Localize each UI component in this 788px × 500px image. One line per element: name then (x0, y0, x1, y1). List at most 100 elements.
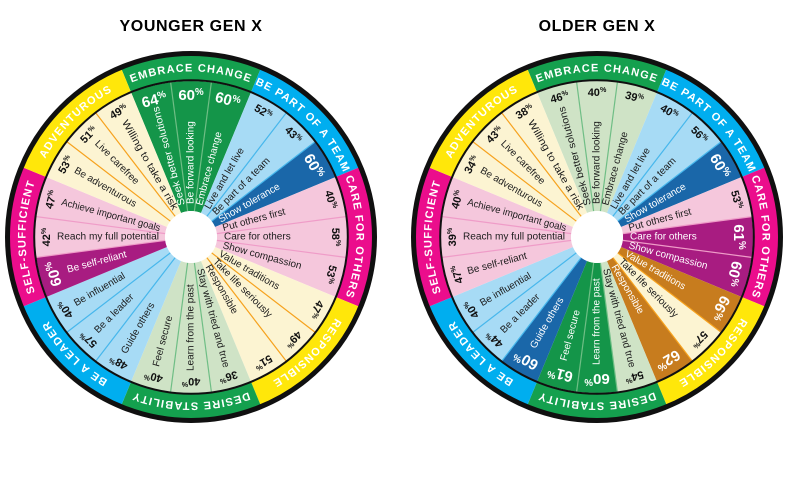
segment-label: Be forward looking (592, 121, 603, 204)
segment-divider (193, 262, 212, 392)
wheel-segment (621, 177, 752, 234)
wheel-segment (131, 82, 188, 213)
wheel-segment (502, 257, 588, 382)
segment-divider (211, 141, 316, 222)
segment-divider (206, 112, 287, 217)
segment-divider (216, 239, 346, 258)
wheel-segment (170, 81, 212, 212)
wheel-segment (537, 82, 594, 213)
segment-divider (617, 252, 722, 333)
wheel-segment (215, 240, 346, 297)
segment-divider (170, 82, 189, 212)
category-ring-band (8, 166, 47, 308)
category-ring-band (656, 296, 767, 407)
segment-divider (501, 112, 582, 217)
wheel-segment (170, 262, 212, 393)
wheel-segment (211, 142, 336, 228)
wheel-segment (617, 246, 742, 332)
wheel-segment (617, 142, 742, 228)
segment-divider (193, 82, 212, 212)
segment-label: Be forward looking (186, 121, 197, 204)
segment-divider (472, 141, 577, 222)
wheel-segment (576, 81, 618, 212)
wheel-segment (216, 216, 347, 258)
wheel-segment (452, 246, 577, 332)
segment-divider (622, 216, 752, 235)
segment-label: Learn from the past (592, 278, 603, 365)
category-ring-band (21, 67, 132, 178)
ring-inner-border (33, 79, 349, 395)
category-ring-band (526, 381, 668, 420)
wheel-segment (35, 216, 166, 258)
segment-divider (442, 216, 572, 235)
segment-divider (211, 252, 316, 333)
wheel-outer-border (411, 51, 783, 423)
wheel-segment (46, 246, 171, 332)
wheel-outer-border (5, 51, 377, 423)
category-ring-band (414, 166, 453, 308)
wheel-segment (194, 82, 251, 213)
category-ring-band (120, 381, 262, 420)
wheel-center-hole (571, 211, 623, 263)
segment-divider (206, 257, 287, 362)
segment-divider (472, 252, 577, 333)
segment-divider (36, 239, 166, 258)
wheel-segment (473, 113, 582, 222)
segment-divider (501, 257, 582, 362)
segment-divider (66, 252, 171, 333)
segment-divider (216, 216, 346, 235)
wheel-segment (36, 177, 167, 234)
wheel-title-younger: YOUNGER GEN X (119, 18, 263, 35)
category-ring-band (21, 296, 132, 407)
wheel-segment (442, 240, 573, 297)
category-ring-band (741, 166, 780, 308)
wheel-segment (606, 92, 692, 217)
wheel-segment (211, 246, 336, 332)
wheel-segment (473, 252, 582, 361)
segment-label: Learn from the past (186, 284, 197, 371)
category-ring-band (250, 296, 361, 407)
wheel-segment (206, 113, 315, 222)
category-ring-band (120, 54, 262, 93)
segment-divider (612, 112, 693, 217)
category-ring-band (335, 166, 374, 308)
wheel-segment (612, 252, 721, 361)
category-ring-band (427, 67, 538, 178)
wheel-segment (606, 257, 692, 382)
wheel-segment (612, 113, 721, 222)
category-ring-band (427, 296, 538, 407)
wheel-segment (194, 261, 251, 392)
segment-divider (95, 112, 176, 217)
category-ring-band (250, 67, 361, 178)
wheel-segment (537, 261, 594, 392)
wheel-segment (206, 252, 315, 361)
segment-divider (617, 141, 722, 222)
wheel-segment (67, 252, 176, 361)
segment-divider (612, 257, 693, 362)
wheel-segment (67, 113, 176, 222)
category-ring-band (526, 54, 668, 93)
segment-divider (442, 239, 572, 258)
wheel-segment (502, 92, 588, 217)
segment-divider (66, 141, 171, 222)
segment-divider (622, 239, 752, 258)
wheel-segment (441, 216, 572, 258)
segment-label: Reach my full potential (463, 232, 565, 243)
wheel-center-hole (165, 211, 217, 263)
segment-label: Reach my full potential (57, 232, 159, 243)
segment-label: Care for others (224, 232, 291, 243)
ring-inner-border (439, 79, 755, 395)
wheel-segment (442, 177, 573, 234)
wheel-segment (600, 82, 657, 213)
segment-divider (36, 216, 166, 235)
wheel-segment (600, 261, 657, 392)
wheel-segment (131, 261, 188, 392)
segment-divider (576, 262, 595, 392)
wheel-segment (36, 240, 167, 297)
wheel-segment (215, 177, 346, 234)
